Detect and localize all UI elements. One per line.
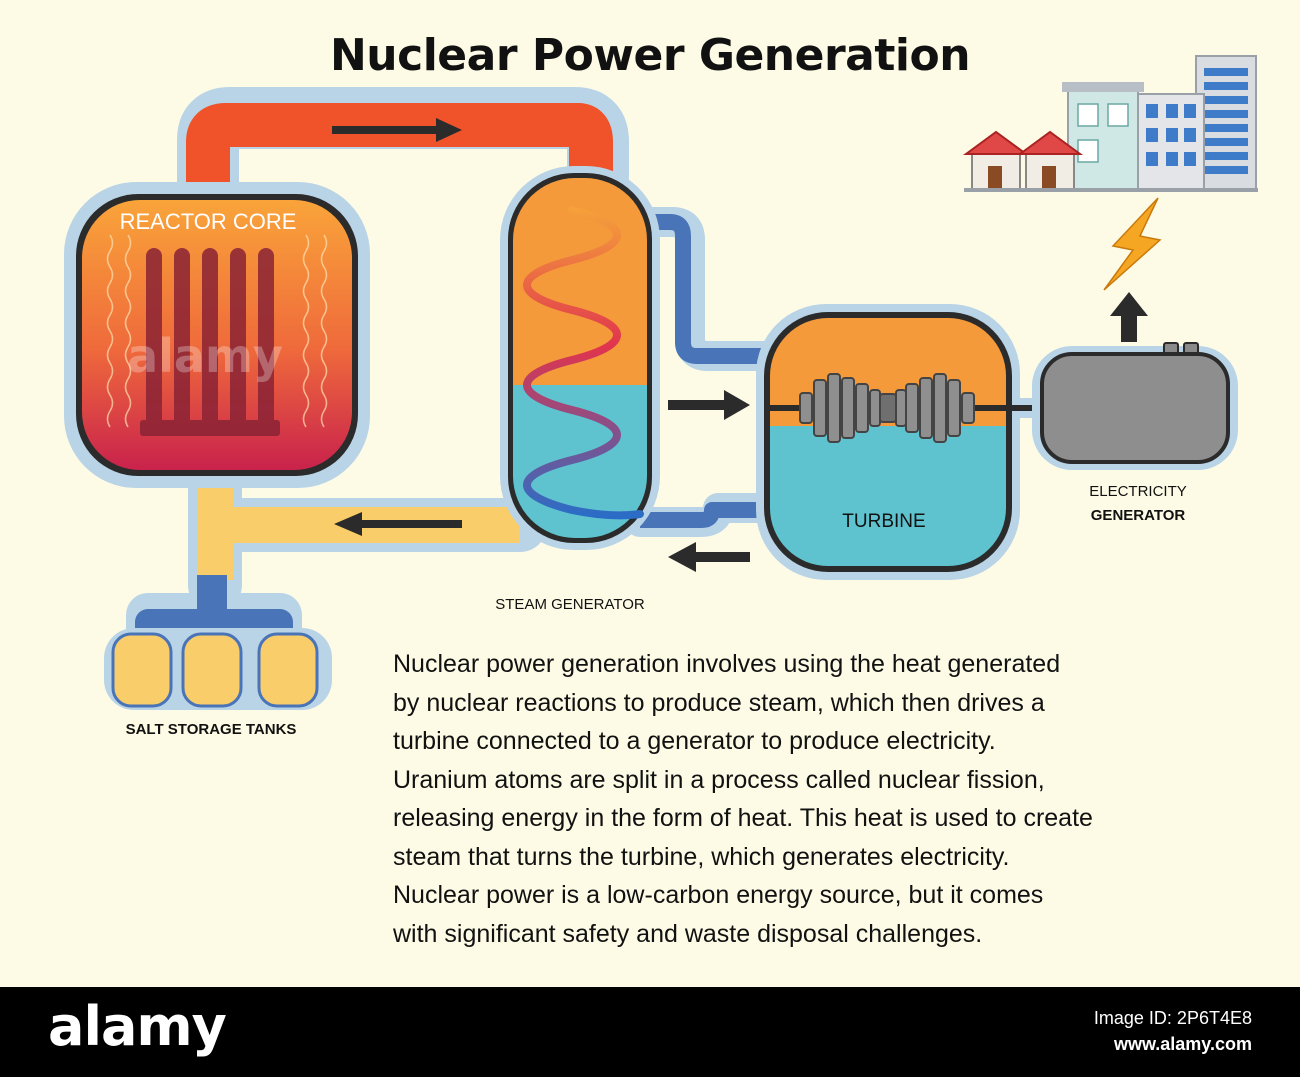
description-line: Uranium atoms are split in a process cal…: [393, 765, 1045, 794]
arrow-left-salt-icon: [334, 512, 462, 536]
house-icon-2: [1016, 130, 1084, 191]
footer-meta: Image ID: 2P6T4E8 www.alamy.com: [1094, 1005, 1252, 1057]
flow-arrows: [332, 118, 1148, 572]
arrow-up-power-icon: [1110, 292, 1148, 342]
reactor-core: REACTOR CORE: [64, 182, 370, 488]
city-buildings-icon: [962, 55, 1258, 192]
description-line: by nuclear reactions to produce steam, w…: [393, 688, 1045, 717]
description-line: steam that turns the turbine, which gene…: [393, 842, 1010, 871]
electricity-generator-label-line1: ELECTRICITY: [1089, 483, 1187, 500]
electricity-generator-label-line2: GENERATOR: [1091, 507, 1186, 524]
salt-storage-tanks-label: SALT STORAGE TANKS: [126, 721, 297, 738]
image-id: Image ID: 2P6T4E8: [1093, 1008, 1252, 1028]
page-title: Nuclear Power Generation: [329, 30, 971, 81]
fuel-rods: [140, 248, 280, 436]
turbine-rotor: [799, 373, 975, 443]
lightning-bolt-icon: [1103, 197, 1162, 291]
arrow-right-hot-icon: [332, 118, 462, 142]
heat-exchanger-coil: [523, 206, 644, 520]
description-line: Nuclear power generation involves using …: [393, 650, 1061, 678]
salt-storage-tanks: SALT STORAGE TANKS: [104, 628, 332, 738]
heat-wave-lines: [106, 234, 328, 428]
description-line: with significant safety and waste dispos…: [393, 919, 983, 948]
hot-pipe: [186, 103, 613, 200]
arrow-right-steam-icon: [668, 390, 750, 420]
description-line: Nuclear power is a low-carbon energy sou…: [393, 881, 1044, 909]
footer-brand-logo: alamy: [48, 995, 227, 1058]
watermark-text: alamy: [127, 329, 283, 383]
reactor-core-label: REACTOR CORE: [120, 209, 297, 234]
steam-generator-label: STEAM GENERATOR: [495, 596, 645, 613]
house-icon: [962, 130, 1030, 191]
site-url[interactable]: www.alamy.com: [1113, 1034, 1252, 1054]
cold-pipe: [640, 214, 772, 528]
turbine-label: TURBINE: [842, 511, 925, 532]
electricity-generator: ELECTRICITY GENERATOR: [1032, 342, 1238, 524]
footer-bar: alamy Image ID: 2P6T4E8 www.alamy.com: [0, 987, 1300, 1077]
steam-generator: STEAM GENERATOR: [495, 166, 660, 613]
description: Nuclear power generation involves using …: [393, 645, 1263, 953]
arrow-left-return-icon: [668, 542, 750, 572]
description-line: releasing energy in the form of heat. Th…: [393, 804, 1093, 832]
description-line: turbine connected to a generator to prod…: [393, 727, 996, 755]
turbine: TURBINE: [756, 304, 1046, 580]
